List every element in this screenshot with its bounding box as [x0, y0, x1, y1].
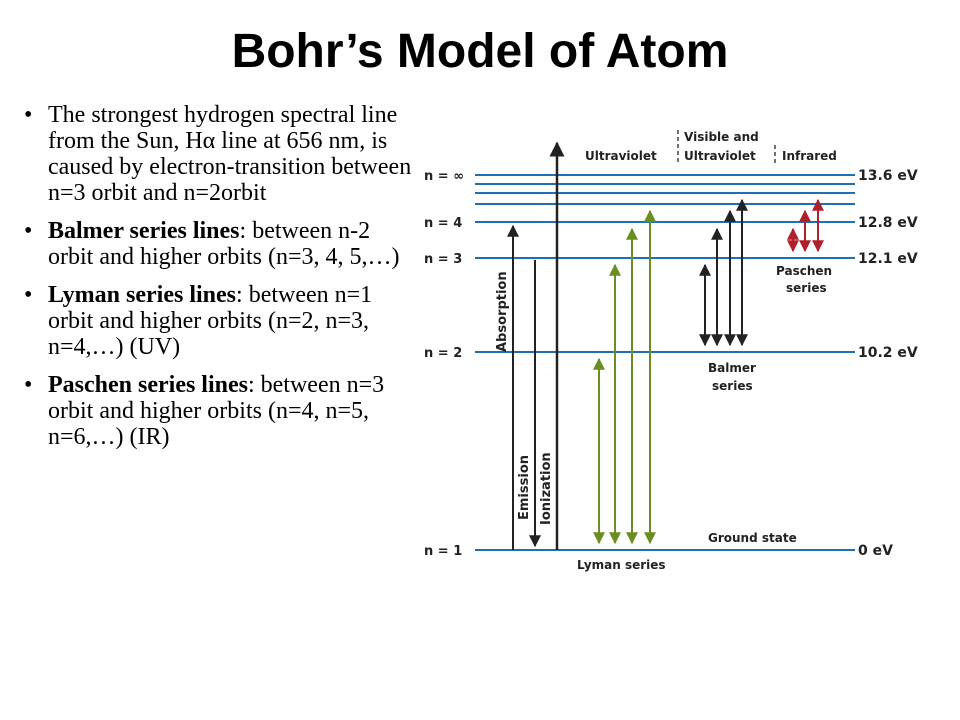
level-label-n2: n = 2: [424, 346, 462, 361]
bullet-text: between n=3 orbit and higher orbits (n=4…: [48, 372, 385, 450]
bullet-item: • Paschen series lines: between n=3 orbi…: [18, 372, 418, 450]
energy-levels: [475, 174, 855, 551]
energy-label-12-8: 12.8 eV: [858, 215, 918, 231]
bullet-colon: :: [247, 372, 255, 398]
bullet-text: The strongest hydrogen spectral line fro…: [48, 102, 412, 206]
bullet-dot: •: [24, 218, 33, 244]
ground-state-label: Ground state: [708, 531, 797, 545]
bullet-colon: :: [239, 218, 247, 244]
bullet-dot: •: [24, 282, 33, 308]
level-label-n1: n = 1: [424, 544, 462, 559]
bullet-text: between n=1 orbit and higher orbits (n=2…: [48, 282, 373, 360]
balmer-label-line1: Balmer: [708, 361, 756, 375]
bullet-heading: Balmer series lines: [48, 218, 240, 244]
bullet-text: between n-2 orbit and higher orbits (n=3…: [48, 218, 400, 270]
bullet-heading: Lyman series lines: [48, 282, 237, 308]
bullet-item: • The strongest hydrogen spectral line f…: [18, 102, 418, 206]
level-label-n-inf: n = ∞: [424, 169, 464, 184]
bullet-item: • Lyman series lines: between n=1 orbit …: [18, 282, 418, 360]
absorption-label: Absorption: [495, 271, 510, 352]
balmer-label-line2: series: [712, 379, 753, 393]
emission-label: Emission: [517, 455, 532, 520]
region-ultraviolet: Ultraviolet: [585, 149, 657, 163]
bullet-colon: :: [236, 282, 243, 308]
ionization-label: Ionization: [539, 452, 554, 525]
lyman-series-label: Lyman series: [577, 558, 666, 572]
energy-label-13-6: 13.6 eV: [858, 168, 918, 184]
bullet-dot: •: [24, 102, 33, 128]
paschen-label-line2: series: [786, 281, 827, 295]
region-visible-line2: Ultraviolet: [684, 149, 756, 163]
energy-label-12-1: 12.1 eV: [858, 251, 918, 267]
slide-title: Bohr’s Model of Atom: [231, 25, 729, 78]
region-infrared: Infrared: [782, 149, 837, 163]
energy-label-0: 0 eV: [858, 543, 893, 559]
bullet-item: • Balmer series lines: between n-2 orbit…: [18, 218, 418, 270]
level-label-n4: n = 4: [424, 216, 462, 231]
level-label-n3: n = 3: [424, 252, 462, 267]
bullet-list: • The strongest hydrogen spectral line f…: [18, 102, 418, 462]
bullet-dot: •: [24, 372, 33, 398]
paschen-label-line1: Paschen: [776, 264, 832, 278]
energy-label-10-2: 10.2 eV: [858, 345, 918, 361]
energy-level-diagram: n = ∞ n = 4 n = 3 n = 2 n = 1 13.6 eV 12…: [424, 130, 918, 572]
bullet-heading: Paschen series lines: [48, 372, 248, 398]
region-visible-line1: Visible and: [684, 130, 759, 144]
